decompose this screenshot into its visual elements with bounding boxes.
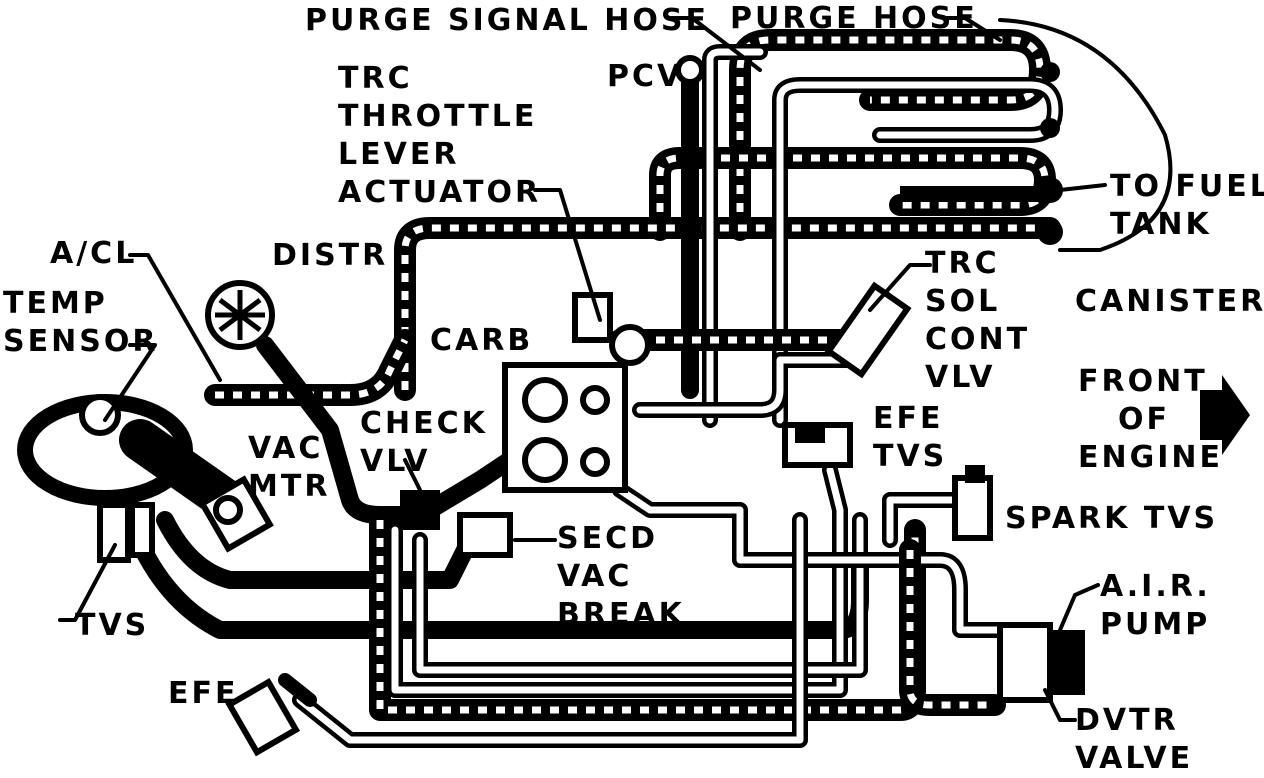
label-line: A.I.R. [1100,569,1211,604]
label-line: VALVE [1075,741,1194,776]
label-line: ACTUATOR [338,175,542,210]
air-pump-label: A.I.R. PUMP [1100,568,1211,644]
purge-hose-label: PURGE HOSE [730,1,978,36]
label-line: FRONT [1078,364,1208,399]
air-cleaner [17,394,193,563]
label-line: VLV [360,444,431,479]
air-pump [997,622,1085,703]
label-line: BREAK [557,597,685,632]
label-line: VAC [248,431,324,466]
efe-tvs [782,422,853,468]
efe-tvs-label: EFE TVS [873,400,947,476]
vacuum-motor [119,419,274,553]
a-cl-label: A/CL [50,236,138,271]
label-line: VAC [557,559,633,594]
label-line: EFE [873,401,944,436]
trc-solenoid-valve [824,281,912,379]
check-vlv-label: CHECK VLV [360,405,488,481]
label-line: THROTTLE [338,99,538,134]
trc-throttle-lever-actuator-label: TRC THROTTLE LEVER ACTUATOR [338,60,541,212]
label-line: VLV [925,360,996,395]
distributor [205,280,275,350]
trc-solenoid-lines [609,329,858,418]
carb-label: CARB [430,323,534,358]
secd-vac-break-label: SECD VAC BREAK [557,520,685,634]
label-line: TVS [873,439,948,474]
label-line: SECD [557,521,659,556]
right-arrow-icon [1200,375,1250,455]
dvtr-valve-label: DVTR VALVE [1075,702,1193,778]
label-line: DVTR [1075,703,1179,738]
label-line: TRC [338,61,413,96]
trc-sol-cont-vlv-label: TRC SOL CONT VLV [925,245,1030,397]
pcv-label: PCV [607,59,684,94]
vac-mtr-label: VAC MTR [248,430,330,506]
spark-tvs [952,465,993,541]
label-line: PUMP [1100,607,1211,642]
front-of-engine-label: FRONT OF ENGINE [1078,363,1223,477]
label-line: CONT [925,322,1031,357]
label-line: OF [1118,402,1170,437]
label-line: SOL [925,284,1001,319]
spark-tvs-label: SPARK TVS [1005,501,1219,536]
label-line: TO FUEL [1110,169,1264,204]
tvs-label: TVS [75,608,150,643]
to-fuel-tank-label: TO FUEL TANK [1110,168,1264,244]
leader-lines [58,16,1173,722]
carburetor [502,292,651,493]
temp-sensor-label: TEMP SENSOR [3,285,158,361]
label-line: CHECK [360,406,488,441]
label-line: TEMP [3,286,108,321]
label-line: MTR [248,469,331,504]
label-line: TANK [1110,207,1212,242]
canister-hoses [394,29,1063,428]
label-line: LEVER [338,137,460,172]
label-line: ENGINE [1078,440,1223,475]
check-valve [400,490,440,530]
canister-label: CANISTER [1075,284,1264,319]
secondary-vac-break [457,512,513,558]
label-line: SENSOR [3,324,159,359]
label-line: TRC [925,246,1000,281]
distr-label: DISTR [272,238,389,273]
efe-valve [225,673,317,757]
efe-label: EFE [168,676,239,711]
purge-signal-hose-label: PURGE SIGNAL HOSE [305,3,709,38]
